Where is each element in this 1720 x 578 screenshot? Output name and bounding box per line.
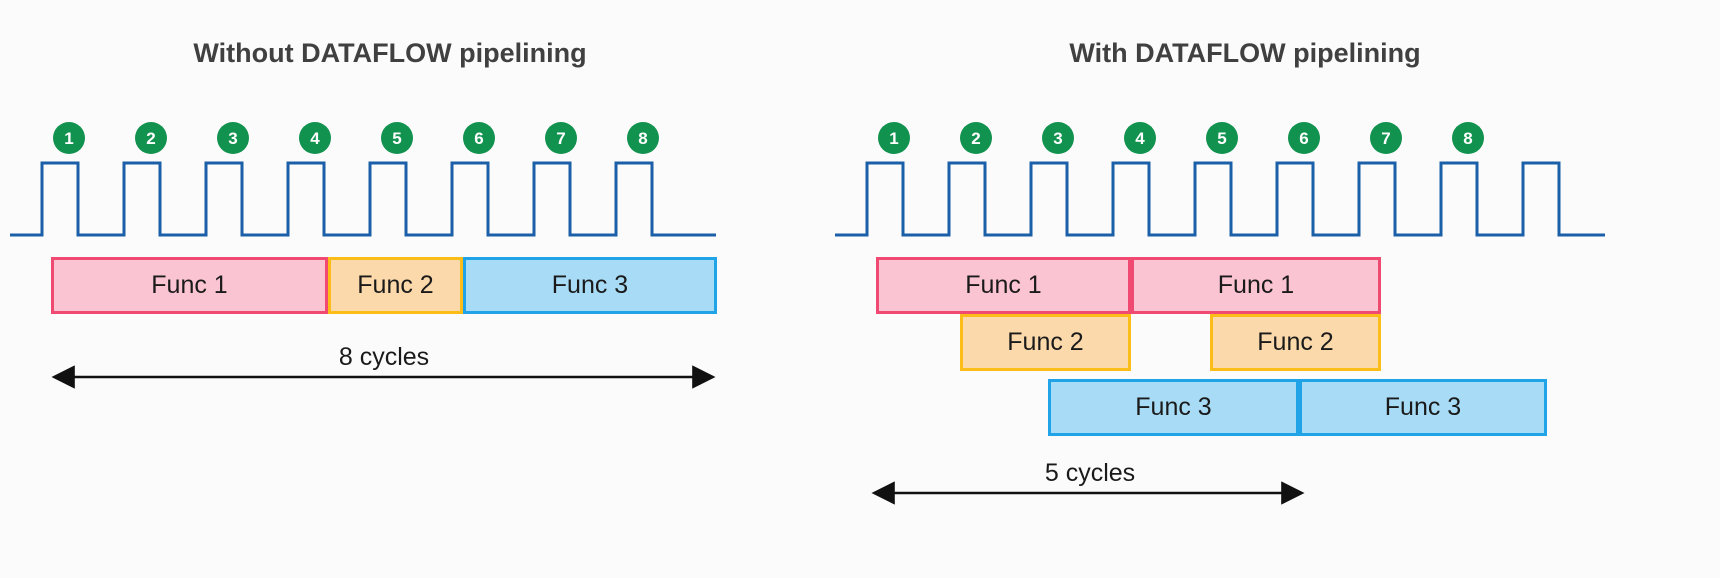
clock-badge-8: 8 (1452, 122, 1484, 154)
clock-badge-3: 3 (217, 122, 249, 154)
clock-badge-1: 1 (878, 122, 910, 154)
clock-badge-4: 4 (1124, 122, 1156, 154)
right-func3-bar-a: Func 3 (1048, 379, 1299, 436)
clock-waveform (10, 161, 716, 237)
clock-badge-5: 5 (381, 122, 413, 154)
clock-badge-7: 7 (545, 122, 577, 154)
right-func1-bar-b: Func 1 (1131, 257, 1381, 314)
right-panel: With DATAFLOW pipelining 1 2 3 4 5 6 7 8… (825, 0, 1720, 578)
left-panel-title: Without DATAFLOW pipelining (193, 38, 587, 68)
clock-badge-3: 3 (1042, 122, 1074, 154)
clock-badge-5: 5 (1206, 122, 1238, 154)
clock-badge-8: 8 (627, 122, 659, 154)
right-func2-bar-a: Func 2 (960, 314, 1131, 371)
left-func-bar-1: Func 1 (51, 257, 328, 314)
clock-badge-1: 1 (53, 122, 85, 154)
clock-waveform (835, 161, 1605, 237)
clock-badge-6: 6 (463, 122, 495, 154)
clock-badge-4: 4 (299, 122, 331, 154)
left-panel: Without DATAFLOW pipelining 1 2 3 4 5 6 … (0, 0, 800, 578)
clock-badge-2: 2 (135, 122, 167, 154)
right-func1-bar-a: Func 1 (876, 257, 1131, 314)
right-cycles-arrow (871, 481, 1305, 505)
clock-badge-6: 6 (1288, 122, 1320, 154)
left-func-bar-2: Func 2 (328, 257, 463, 314)
clock-badge-7: 7 (1370, 122, 1402, 154)
left-cycles-arrow (51, 365, 716, 389)
right-panel-title: With DATAFLOW pipelining (1069, 38, 1421, 68)
right-func3-bar-b: Func 3 (1299, 379, 1547, 436)
right-func2-bar-b: Func 2 (1210, 314, 1381, 371)
clock-badge-2: 2 (960, 122, 992, 154)
left-func-bar-3: Func 3 (463, 257, 717, 314)
